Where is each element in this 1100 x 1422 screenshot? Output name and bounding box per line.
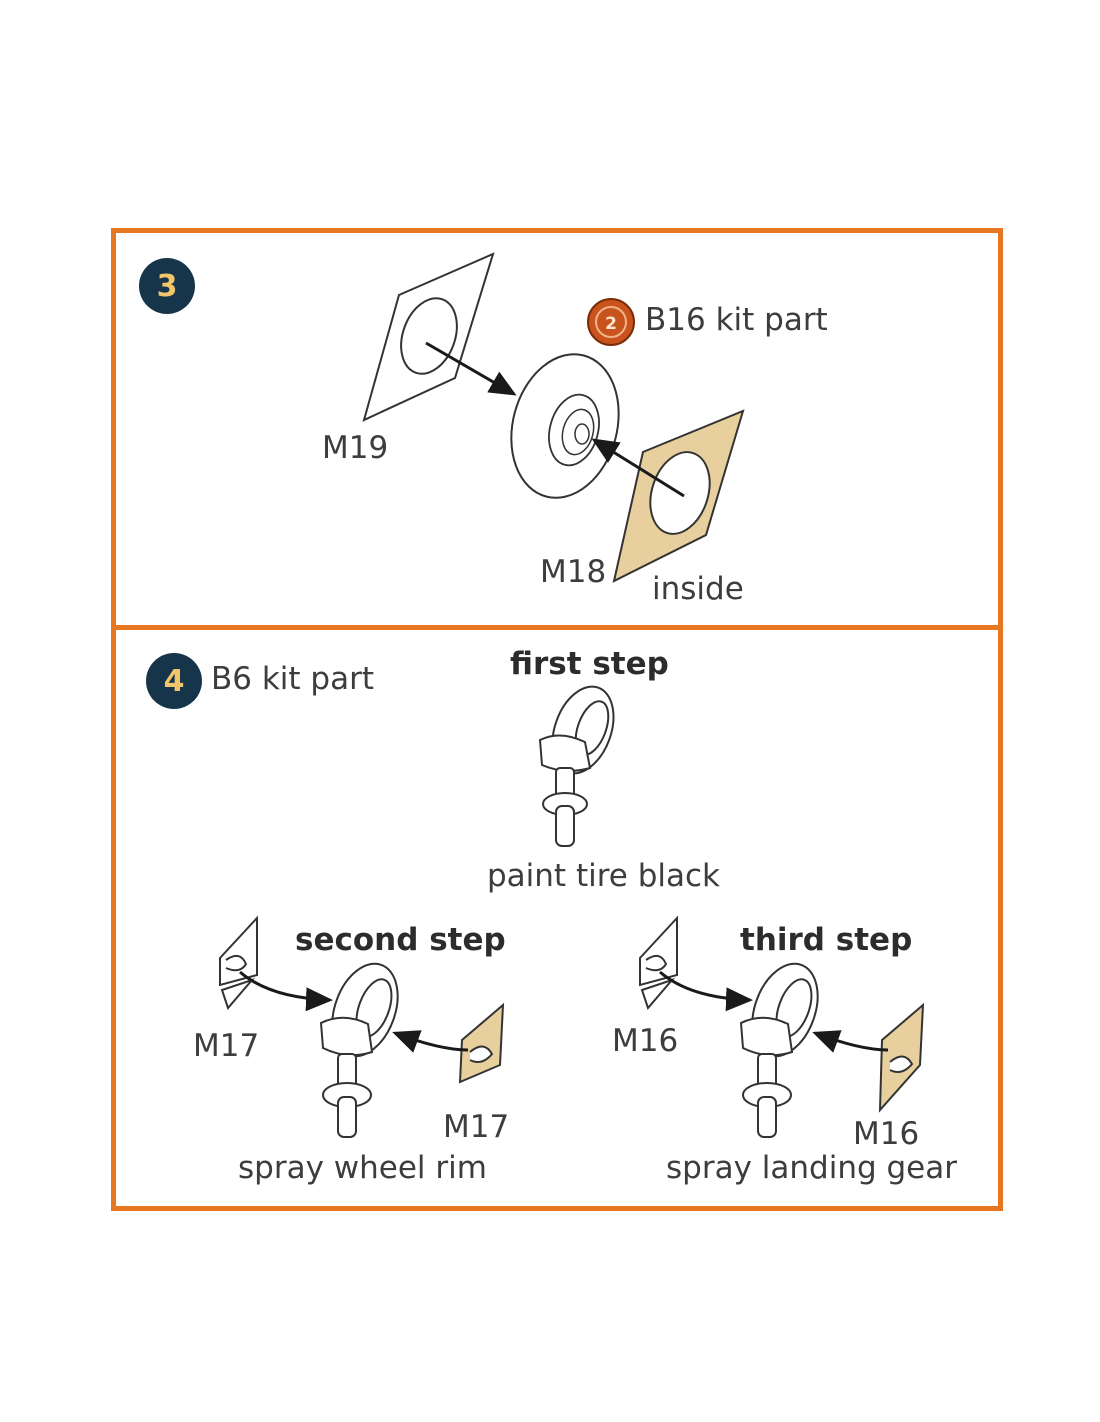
second-step-note: spray wheel rim xyxy=(238,1150,487,1186)
second-step-right-arrow xyxy=(392,1030,469,1053)
third-step-title: third step xyxy=(740,922,913,958)
paint-reference-icon: 2 xyxy=(587,298,635,346)
third-step-right-arrow xyxy=(812,1030,889,1053)
third-step-left-arrow xyxy=(659,970,753,1012)
step-4-badge: 4 xyxy=(146,653,202,709)
first-step-title: first step xyxy=(510,646,669,682)
third-step-note: spray landing gear xyxy=(666,1150,957,1186)
step-4-panel xyxy=(111,625,1003,1211)
third-step-right-part-label: M16 xyxy=(853,1116,920,1152)
second-step-right-part-label: M17 xyxy=(443,1109,510,1145)
paint-reference-number: 2 xyxy=(605,314,617,334)
third-step-left-m16-part xyxy=(639,915,678,1010)
third-step-right-m16-part xyxy=(878,1002,925,1113)
m18-label: M18 xyxy=(540,554,607,590)
third-step-left-part-label: M16 xyxy=(612,1023,679,1059)
b16-kit-part-label: B16 kit part xyxy=(645,302,828,338)
step-3-badge: 3 xyxy=(139,258,195,314)
inside-label: inside xyxy=(652,571,744,607)
m19-label: M19 xyxy=(322,430,389,466)
second-step-left-arrow xyxy=(239,970,333,1012)
wheel-part xyxy=(510,353,620,499)
b6-kit-part-label: B6 kit part xyxy=(211,661,374,697)
m18-arrow xyxy=(591,438,685,498)
m19-photoetch-part xyxy=(362,252,495,422)
m19-arrow xyxy=(425,341,517,396)
second-step-title: second step xyxy=(295,922,506,958)
m18-photoetch-part xyxy=(612,409,745,583)
second-step-left-m17-part xyxy=(219,915,258,1010)
first-step-note: paint tire black xyxy=(487,858,720,894)
second-step-left-part-label: M17 xyxy=(193,1028,260,1064)
step-4-number: 4 xyxy=(163,663,185,699)
first-step-wheel-assembly xyxy=(538,685,615,847)
second-step-wheel-assembly xyxy=(319,962,399,1138)
third-step-wheel-assembly xyxy=(739,962,819,1138)
step-3-number: 3 xyxy=(156,268,178,304)
second-step-right-m17-part xyxy=(458,1002,505,1084)
